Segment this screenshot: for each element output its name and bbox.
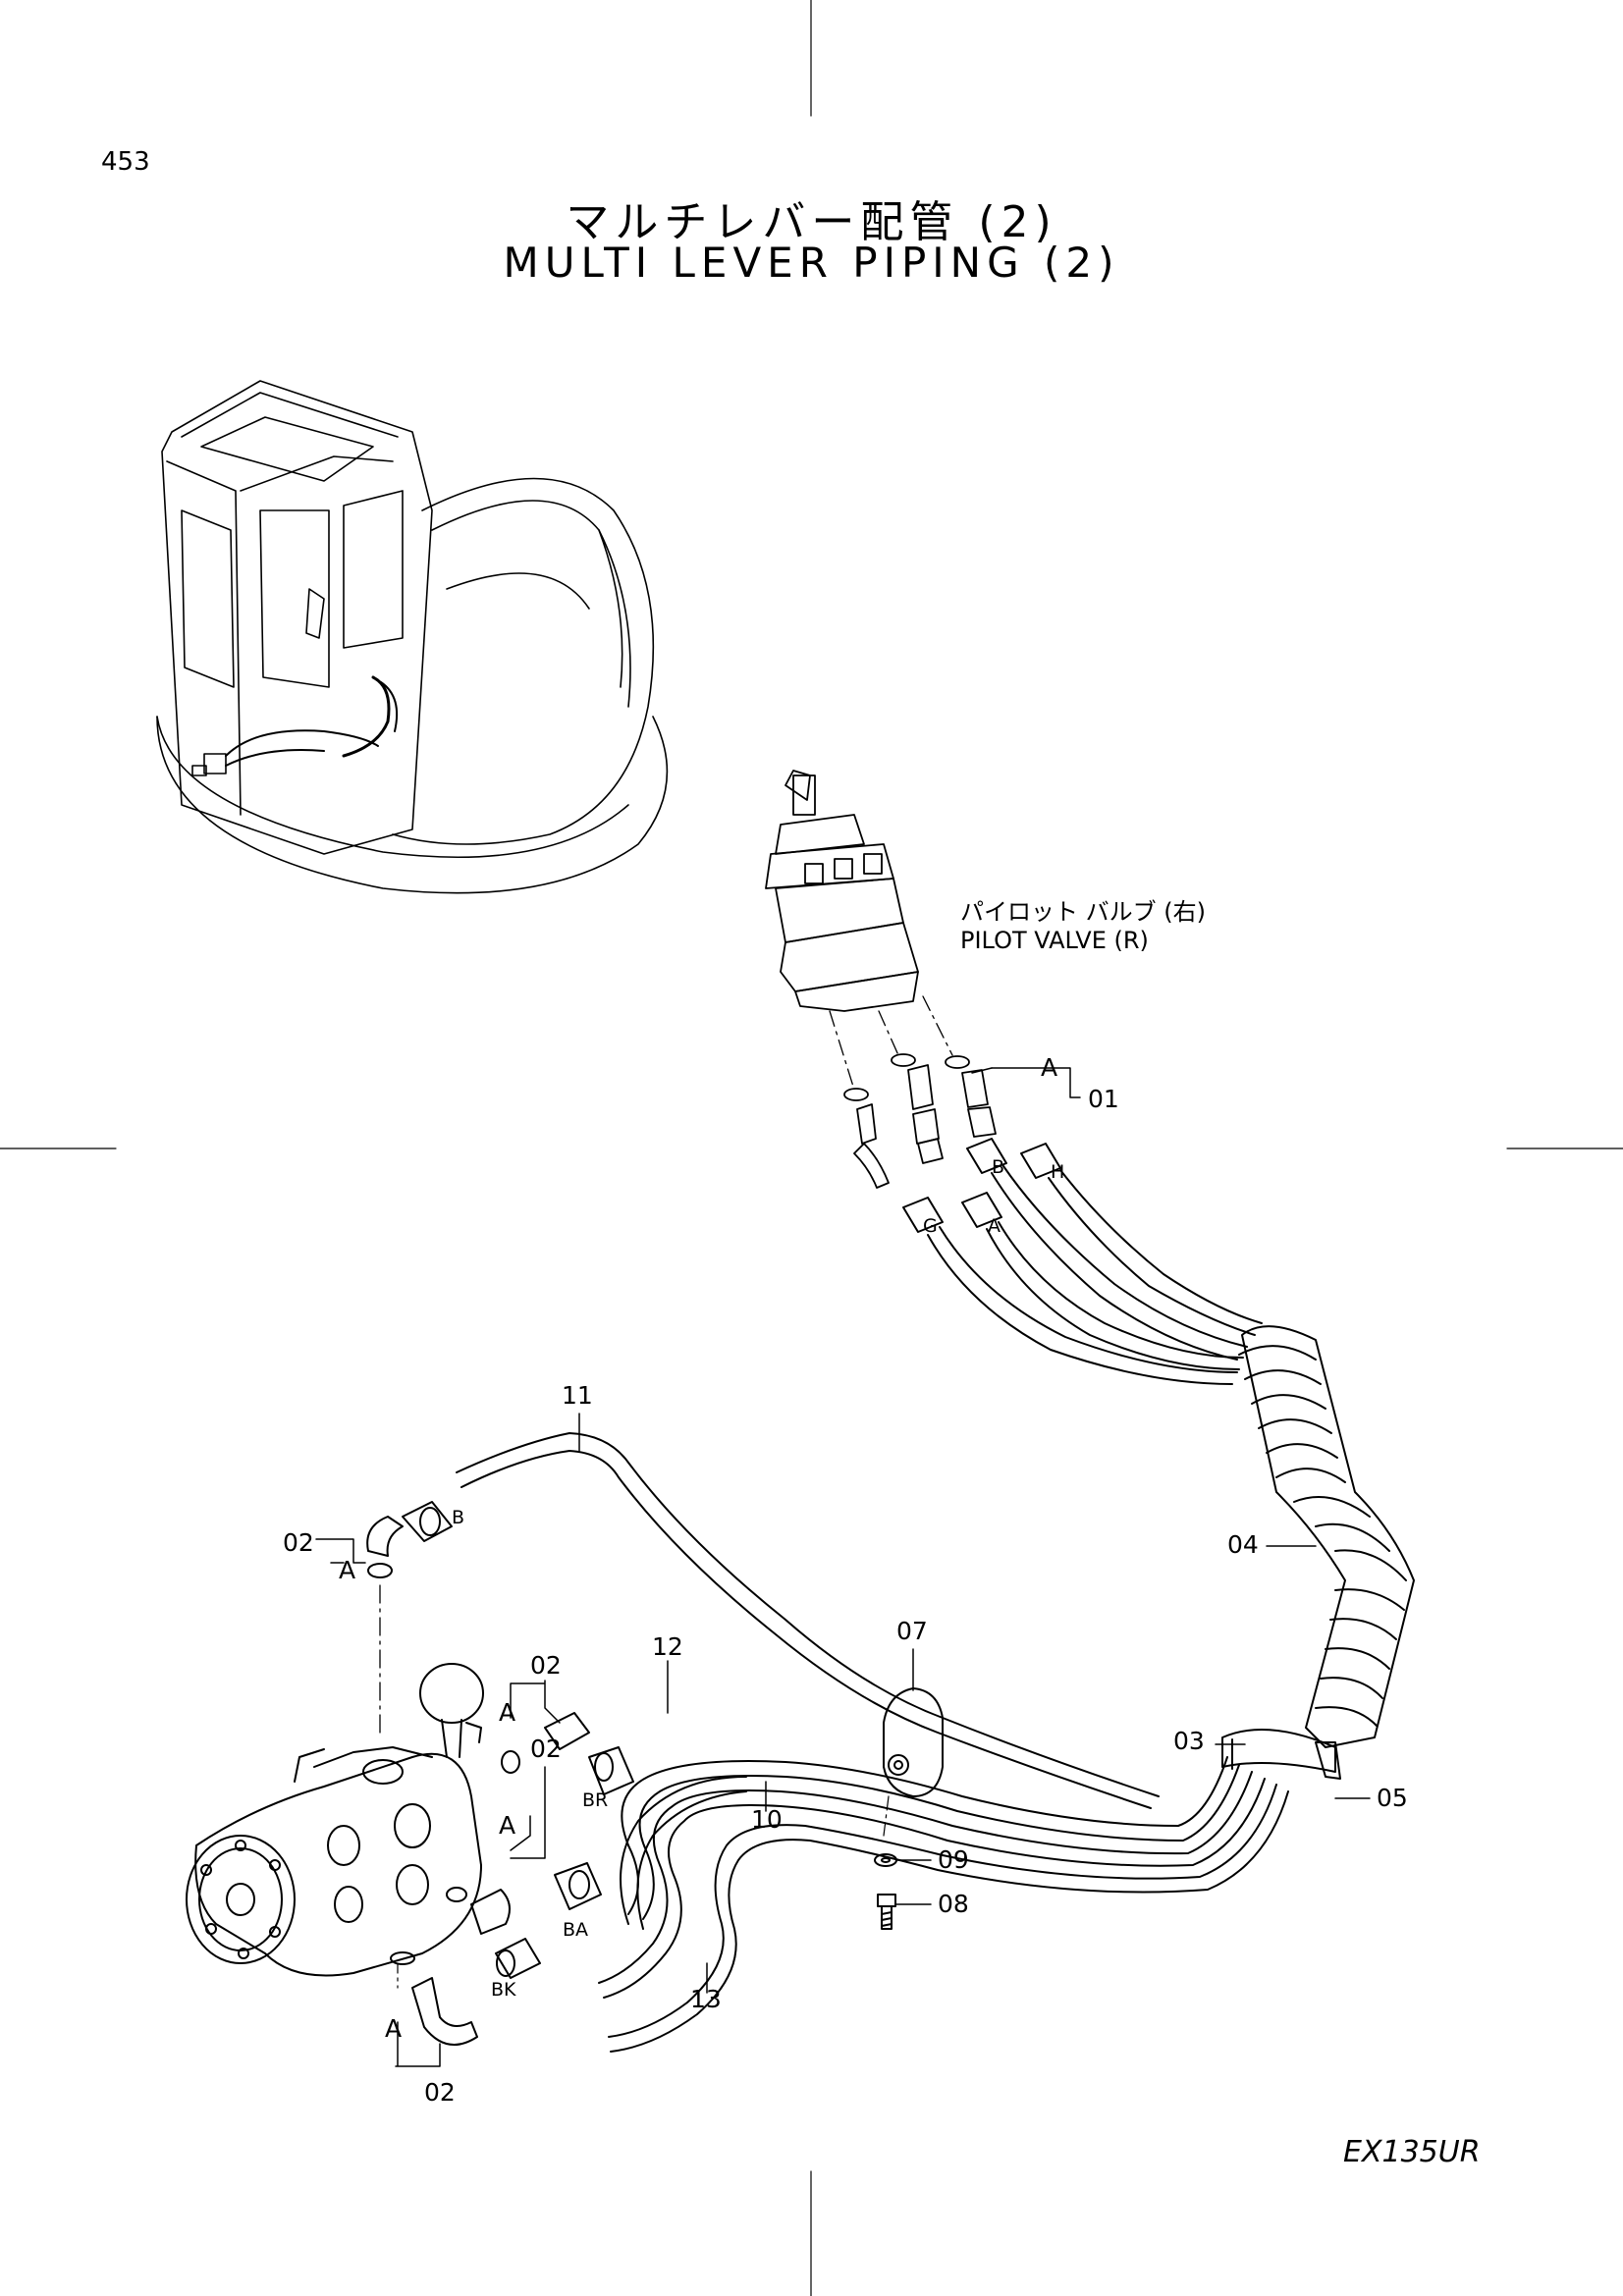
label-02-upper-right: 02 xyxy=(530,1651,562,1680)
label-13: 13 xyxy=(690,1985,722,2013)
label-02-top: 02 xyxy=(283,1528,314,1557)
label-02-bottom: 02 xyxy=(424,2078,456,2107)
part-labels: 01 02 02 02 02 03 04 05 07 08 09 10 11 1… xyxy=(283,1085,1408,2107)
label-02-middle: 02 xyxy=(530,1735,562,1763)
pump-fittings xyxy=(366,1501,634,2046)
label-04: 04 xyxy=(1227,1530,1259,1559)
pilot-valve-right xyxy=(765,770,970,1101)
label-10: 10 xyxy=(751,1805,783,1834)
port-label-a-middle: A xyxy=(499,1811,515,1840)
label-11: 11 xyxy=(562,1381,593,1410)
page-number: 453 xyxy=(101,147,150,177)
hose-label-g: G xyxy=(923,1215,938,1237)
port-label-a-01: A xyxy=(1041,1053,1057,1082)
label-01: 01 xyxy=(1088,1085,1119,1113)
hose-label-h: H xyxy=(1051,1161,1064,1183)
port-label-a-right: A xyxy=(499,1698,515,1727)
leader-lines xyxy=(315,1067,1371,2067)
pilot-valve-label-en: PILOT VALVE (R) xyxy=(960,927,1149,954)
port-label-ba: BA xyxy=(563,1919,588,1941)
port-label-bk: BK xyxy=(491,1979,516,2001)
hose-label-a: A xyxy=(988,1215,1001,1237)
long-hoses xyxy=(456,1432,1289,2053)
port-labels: A A A A A B H G A BR BA BK B xyxy=(339,1053,1064,2043)
label-08: 08 xyxy=(938,1890,969,1918)
label-05: 05 xyxy=(1377,1784,1408,1812)
label-09: 09 xyxy=(938,1845,969,1874)
spiral-sleeve xyxy=(1238,1325,1415,1748)
hose-label-b: B xyxy=(992,1156,1004,1178)
label-07: 07 xyxy=(896,1617,928,1645)
port-label-a-top: A xyxy=(339,1556,355,1584)
excavator-overview xyxy=(156,380,669,894)
model-code: EX135UR xyxy=(1343,2135,1481,2169)
port-label-a-bottom: A xyxy=(385,2014,402,2043)
port-label-b-top: B xyxy=(452,1507,464,1528)
valve-fittings xyxy=(853,1064,997,1189)
screw-08 xyxy=(877,1894,896,1930)
port-label-br: BR xyxy=(582,1789,608,1811)
hose-clamp xyxy=(883,1687,944,1837)
title-english: MULTI LEVER PIPING (2) xyxy=(503,239,1120,287)
pump-unit xyxy=(186,1663,484,1977)
title-japanese: マルチレバー配管 (2) xyxy=(566,197,1057,247)
pilot-valve-label-ja: パイロット バルブ (右) xyxy=(960,898,1206,926)
band-clamp xyxy=(1221,1729,1341,1780)
label-12: 12 xyxy=(652,1632,683,1661)
label-03: 03 xyxy=(1173,1727,1205,1755)
hose-bundle xyxy=(902,1138,1263,1385)
